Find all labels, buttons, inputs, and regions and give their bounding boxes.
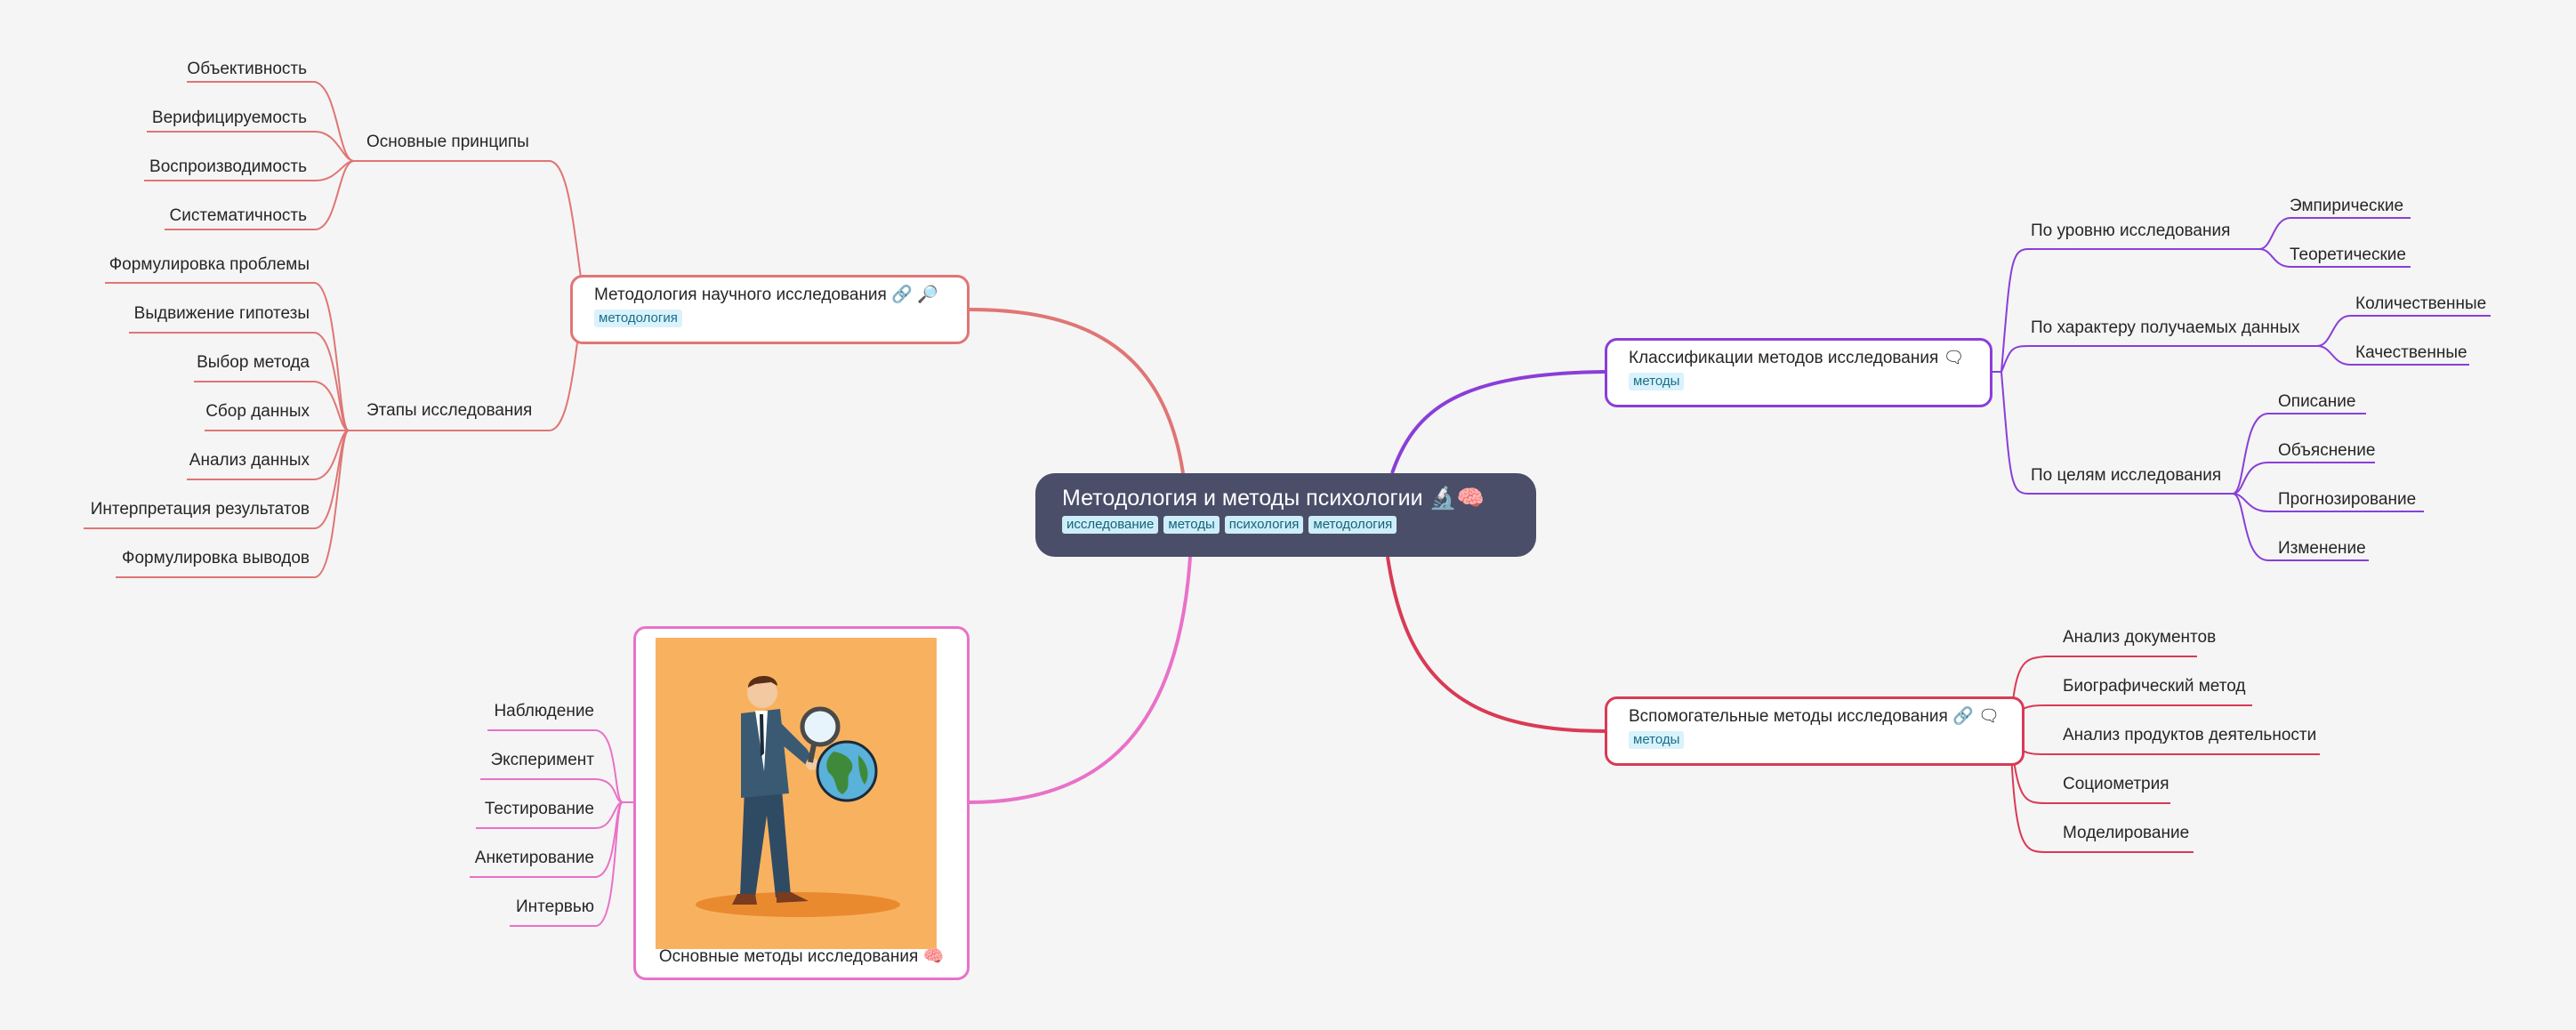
leaf-principle[interactable]: Верифицируемость [151,109,307,127]
link-center-methodology [969,308,1185,474]
leaf-stage[interactable]: Формулировка проблемы [109,255,310,274]
topic-methodology-tag[interactable]: методология [594,310,682,327]
subtopic-stages[interactable]: Этапы исследования [366,401,533,420]
central-topic[interactable]: Методология и методы психологии 🔬🧠 иссле… [1035,473,1536,557]
leaf-auxiliary[interactable]: Анализ продуктов деятельности [2063,726,2317,744]
tag-methods[interactable]: методы [1163,516,1220,534]
leaf-goal[interactable]: Прогнозирование [2278,490,2417,509]
link-center-auxiliary [1386,556,1606,733]
leaf-auxiliary[interactable]: Социометрия [2063,775,2169,793]
leaf-level[interactable]: Эмпирические [2290,197,2404,215]
leaf-stage[interactable]: Выбор метода [197,353,310,372]
leaf-basic-method[interactable]: Анкетирование [474,849,594,867]
link-center-classification [1390,370,1606,474]
leaf-auxiliary[interactable]: Анализ документов [2063,628,2217,647]
leaf-goal[interactable]: Объяснение [2278,441,2376,460]
topic-methodology[interactable]: Методология научного исследования 🔗 🔎 ме… [570,275,970,344]
topic-methodology-title: Методология научного исследования 🔗 🔎 [594,286,938,304]
researcher-illustration [656,638,937,949]
leaf-level[interactable]: Теоретические [2290,245,2406,264]
leaf-principle[interactable]: Воспроизводимость [149,157,307,176]
topic-classification-tag[interactable]: методы [1629,373,1685,390]
tag-research[interactable]: исследование [1062,516,1159,534]
leaf-basic-method[interactable]: Интервью [515,897,594,916]
leaf-auxiliary[interactable]: Биографический метод [2063,677,2246,696]
leaf-principle[interactable]: Систематичность [169,206,307,225]
leaf-goal[interactable]: Изменение [2278,539,2366,558]
leaf-stage[interactable]: Анализ данных [189,451,310,470]
topic-basic-methods-caption: Основные методы исследования 🧠 [658,947,945,966]
magnifier-globe-icon [696,675,900,917]
topic-auxiliary-tag[interactable]: методы [1629,731,1685,749]
topic-classification-title: Классификации методов исследования 🗨 [1629,349,1965,367]
subtopic-principles[interactable]: Основные принципы [366,133,529,151]
subtopic-by-level[interactable]: По уровню исследования [2031,221,2231,240]
leaf-auxiliary[interactable]: Моделирование [2063,824,2190,842]
topic-auxiliary-title: Вспомогательные методы исследования 🔗 🗨 [1629,707,2000,726]
topic-basic-methods[interactable]: Основные методы исследования 🧠 [633,626,970,980]
leaf-stage[interactable]: Сбор данных [205,402,310,421]
leaf-stage[interactable]: Формулировка выводов [122,549,310,567]
subtopic-by-data[interactable]: По характеру получаемых данных [2031,318,2300,337]
leaf-stage[interactable]: Интерпретация результатов [90,500,310,519]
leaf-data[interactable]: Качественные [2355,343,2467,362]
link-center-basic-methods [969,556,1192,804]
leaf-data[interactable]: Количественные [2355,294,2487,313]
leaf-goal[interactable]: Описание [2278,392,2356,411]
leaf-principle[interactable]: Объективность [187,60,307,78]
tag-methodology[interactable]: методология [1308,516,1397,534]
leaf-basic-method[interactable]: Наблюдение [494,702,594,720]
central-topic-title: Методология и методы психологии 🔬🧠 [1062,486,1485,511]
topic-classification[interactable]: Классификации методов исследования 🗨 мет… [1605,338,1992,407]
subtopic-by-goals[interactable]: По целям исследования [2031,466,2222,485]
topic-auxiliary[interactable]: Вспомогательные методы исследования 🔗 🗨 … [1605,696,2025,766]
leaf-basic-method[interactable]: Эксперимент [490,751,594,769]
tag-psychology[interactable]: психология [1224,516,1304,534]
leaf-stage[interactable]: Выдвижение гипотезы [133,304,310,323]
leaf-basic-method[interactable]: Тестирование [484,800,594,818]
